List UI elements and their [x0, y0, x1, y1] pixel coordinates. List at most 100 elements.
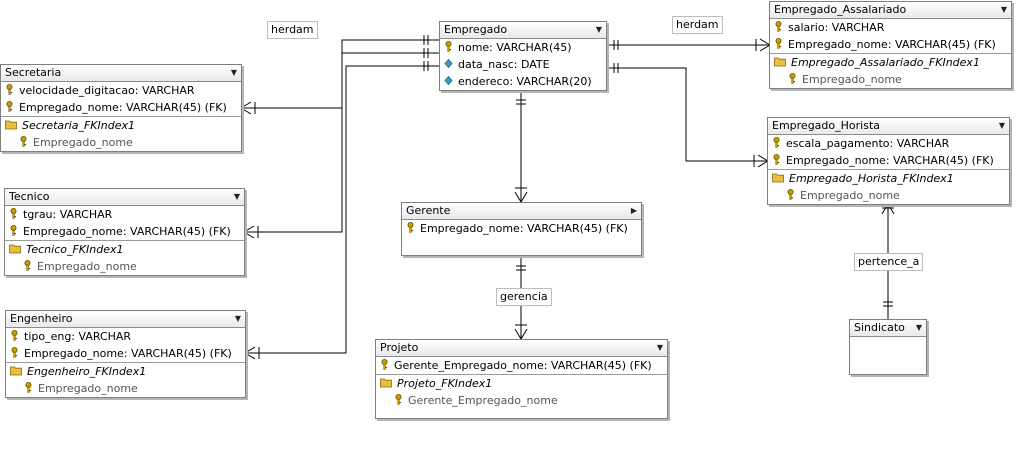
- index-column-row[interactable]: Empregado_nome: [6, 380, 245, 397]
- entity-projeto[interactable]: Projeto▼ Gerente_Empregado_nome: VARCHAR…: [375, 339, 668, 419]
- rel-horista-sindicato-many: [881, 203, 895, 215]
- attribute-icon: [444, 75, 453, 86]
- relationship-label-herdam-right: herdam: [672, 16, 723, 34]
- attribute-label: salario: VARCHAR: [788, 21, 885, 34]
- index-row[interactable]: Empregado_Assalariado_FKIndex1: [770, 53, 1011, 71]
- index-column-row[interactable]: Empregado_nome: [768, 187, 1009, 204]
- index-row[interactable]: Empregado_Horista_FKIndex1: [768, 169, 1009, 187]
- attribute-icon: [444, 58, 453, 69]
- attribute-row[interactable]: tgrau: VARCHAR: [5, 206, 244, 223]
- rel-empregado-horista: [606, 67, 768, 162]
- index-label: Empregado_Horista_FKIndex1: [789, 172, 954, 185]
- entity-header[interactable]: Projeto▼: [376, 340, 667, 357]
- key-icon: [444, 41, 453, 52]
- index-column-row[interactable]: Gerente_Empregado_nome: [376, 392, 667, 409]
- key-icon: [24, 382, 33, 393]
- dropdown-arrow-icon[interactable]: ▼: [998, 121, 1005, 130]
- index-row[interactable]: Tecnico_FKIndex1: [5, 240, 244, 258]
- entity-engenheiro[interactable]: Engenheiro ▼ tipo_eng: VARCHAR Empregado_…: [5, 310, 246, 398]
- entity-empregado-horista[interactable]: Empregado_Horista▼ escala_pagamento: VAR…: [767, 117, 1010, 205]
- attribute-label: tgrau: VARCHAR: [23, 208, 113, 221]
- entity-title: Engenheiro: [10, 312, 73, 325]
- index-column-row[interactable]: Empregado_nome: [770, 71, 1011, 88]
- index-column-row[interactable]: Empregado_nome: [5, 258, 244, 275]
- attribute-row[interactable]: data_nasc: DATE: [440, 56, 606, 73]
- attribute-row[interactable]: endereco: VARCHAR(20): [440, 73, 606, 90]
- key-icon: [394, 394, 403, 405]
- index-folder-icon: [10, 365, 22, 376]
- relationship-label-gerencia: gerencia: [496, 288, 552, 306]
- foreign-key-attribute[interactable]: Empregado_nome: VARCHAR(45) (FK): [770, 36, 1011, 53]
- index-label: Tecnico_FKIndex1: [26, 243, 124, 256]
- attribute-row[interactable]: escala_pagamento: VARCHAR: [768, 135, 1009, 152]
- attribute-row[interactable]: velocidade_digitacao: VARCHAR: [1, 82, 241, 99]
- entity-empregado-assalariado[interactable]: Empregado_Assalariado▼ salario: VARCHAR …: [769, 1, 1012, 89]
- key-icon: [406, 222, 415, 233]
- key-icon: [5, 101, 14, 112]
- foreign-key-attribute[interactable]: Empregado_nome: VARCHAR(45) (FK): [768, 152, 1009, 169]
- dropdown-arrow-icon[interactable]: ▼: [656, 343, 663, 352]
- foreign-key-attribute[interactable]: Empregado_nome: VARCHAR(45) (FK): [402, 220, 641, 237]
- entity-title: Sindicato: [854, 321, 905, 334]
- expand-arrow-icon[interactable]: ▶: [630, 206, 637, 215]
- primary-key-attribute[interactable]: nome: VARCHAR(45): [440, 39, 606, 56]
- relationship-label-herdam-left: herdam: [267, 21, 318, 39]
- entity-sindicato[interactable]: Sindicato ▼: [849, 319, 927, 375]
- entity-header[interactable]: Tecnico▼: [5, 189, 244, 206]
- index-folder-icon: [5, 119, 17, 130]
- entity-empregado[interactable]: Empregado▼ nome: VARCHAR(45) data_nasc: …: [439, 21, 607, 91]
- rel-empregado-tecnico-many: [243, 225, 259, 239]
- entity-body-spacer: [376, 409, 667, 418]
- foreign-key-attribute[interactable]: Empregado_nome: VARCHAR(45) (FK): [5, 223, 244, 240]
- index-column-label: Empregado_nome: [802, 73, 902, 86]
- index-column-label: Gerente_Empregado_nome: [408, 394, 558, 407]
- attribute-label: Empregado_nome: VARCHAR(45) (FK): [19, 101, 227, 114]
- entity-header[interactable]: Secretaria▼: [1, 65, 241, 82]
- entity-title: Empregado_Assalariado: [774, 3, 907, 16]
- dropdown-arrow-icon[interactable]: ▼: [233, 192, 240, 201]
- attribute-row[interactable]: tipo_eng: VARCHAR: [6, 328, 245, 345]
- index-row[interactable]: Projeto_FKIndex1: [376, 374, 667, 392]
- dropdown-arrow-icon[interactable]: ▼: [915, 323, 922, 332]
- entity-header[interactable]: Empregado_Horista▼: [768, 118, 1009, 135]
- dropdown-arrow-icon[interactable]: ▼: [1000, 5, 1007, 14]
- rel-empregado-secretaria: [241, 39, 440, 109]
- index-label: Secretaria_FKIndex1: [22, 119, 135, 132]
- dropdown-arrow-icon[interactable]: ▼: [230, 68, 237, 77]
- entity-header[interactable]: Gerente▶: [402, 203, 641, 220]
- attribute-row[interactable]: salario: VARCHAR: [770, 19, 1011, 36]
- relationship-label-pertence-a: pertence_a: [854, 253, 924, 271]
- dropdown-arrow-icon[interactable]: ▼: [595, 25, 602, 34]
- index-folder-icon: [774, 56, 786, 67]
- entity-tecnico[interactable]: Tecnico▼ tgrau: VARCHAR Empregado_nome: …: [4, 188, 245, 276]
- entity-header[interactable]: Empregado▼: [440, 22, 606, 39]
- index-row[interactable]: Engenheiro_FKIndex1: [6, 362, 245, 380]
- index-column-label: Empregado_nome: [38, 382, 138, 395]
- index-folder-icon: [9, 243, 21, 254]
- entity-secretaria[interactable]: Secretaria▼ velocidade_digitacao: VARCHA…: [0, 64, 242, 152]
- entity-gerente[interactable]: Gerente▶ Empregado_nome: VARCHAR(45) (FK…: [401, 202, 642, 256]
- entity-header[interactable]: Empregado_Assalariado ▼: [770, 2, 1011, 19]
- attribute-label: Empregado_nome: VARCHAR(45) (FK): [788, 38, 996, 51]
- rel-empregado-horista-one: [613, 63, 619, 73]
- index-label: Projeto_FKIndex1: [397, 377, 493, 390]
- foreign-key-attribute[interactable]: Empregado_nome: VARCHAR(45) (FK): [1, 99, 241, 116]
- index-column-label: Empregado_nome: [800, 189, 900, 202]
- key-icon: [10, 347, 19, 358]
- attribute-label: escala_pagamento: VARCHAR: [786, 137, 950, 150]
- index-row[interactable]: Secretaria_FKIndex1: [1, 116, 241, 134]
- attribute-label: Empregado_nome: VARCHAR(45) (FK): [24, 347, 232, 360]
- key-icon: [774, 21, 783, 32]
- rel-empregado-assalariado-many: [755, 38, 771, 52]
- rel-empregado-engenheiro-one: [423, 61, 429, 71]
- index-column-row[interactable]: Empregado_nome: [1, 134, 241, 151]
- entity-header[interactable]: Engenheiro ▼: [6, 311, 245, 328]
- foreign-key-attribute[interactable]: Gerente_Empregado_nome: VARCHAR(45) (FK): [376, 357, 667, 374]
- key-icon: [5, 84, 14, 95]
- entity-header[interactable]: Sindicato ▼: [850, 320, 926, 337]
- rel-gerente-projeto-one: [516, 265, 526, 271]
- key-icon: [9, 208, 18, 219]
- dropdown-arrow-icon[interactable]: ▼: [234, 314, 241, 323]
- foreign-key-attribute[interactable]: Empregado_nome: VARCHAR(45) (FK): [6, 345, 245, 362]
- index-column-label: Empregado_nome: [33, 136, 133, 149]
